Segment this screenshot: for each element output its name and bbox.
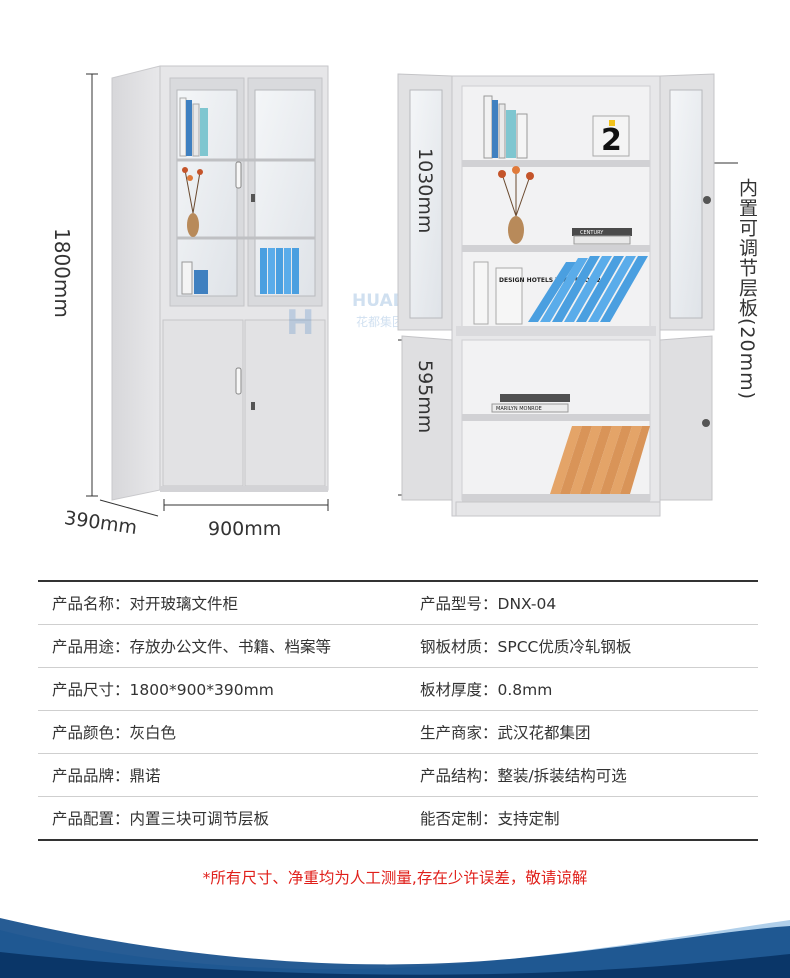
upper-height-dimension: 1030mm — [414, 148, 436, 234]
spec-label: 产品结构： — [420, 767, 498, 785]
spec-value: 武汉花都集团 — [497, 724, 591, 742]
vase-decoration — [182, 167, 203, 237]
number-book: 2 — [601, 123, 622, 158]
wave-footer — [0, 918, 790, 978]
spec-value: 1800*900*390mm — [129, 681, 274, 699]
spec-label: 产品尺寸： — [52, 681, 130, 699]
lower-height-dimension: 595mm — [414, 360, 436, 434]
spec-value: 0.8mm — [497, 681, 553, 699]
spec-value: 存放办公文件、书籍、档案等 — [129, 638, 332, 656]
spec-value: DNX-04 — [497, 595, 557, 613]
spec-value: 灰白色 — [129, 724, 177, 742]
spec-value: 内置三块可调节层板 — [129, 810, 270, 828]
open-cabinet: 2 CENTURY DESIGN HOTELS YEAR BOOK 20 — [397, 73, 715, 517]
spec-label: 产品名称： — [52, 595, 130, 613]
orange-books — [550, 426, 650, 494]
spec-value: 对开玻璃文件柜 — [129, 595, 239, 613]
table-row: 产品尺寸：1800*900*390mm 板材厚度：0.8mm — [38, 668, 758, 711]
svg-text:H: H — [286, 303, 314, 343]
measurement-disclaimer: *所有尺寸、净重均为人工测量,存在少许误差，敬请谅解 — [202, 869, 588, 887]
spec-value: SPCC优质冷轧钢板 — [497, 638, 632, 656]
spec-table: 产品名称：对开玻璃文件柜 产品型号：DNX-04 产品用途：存放办公文件、书籍、… — [38, 580, 758, 841]
spec-label: 产品配置： — [52, 810, 130, 828]
design-hotels-label: DESIGN HOTELS YEAR BOOK 20 — [499, 277, 605, 284]
table-top-rule — [38, 580, 758, 582]
table-row: 产品颜色：灰白色 生产商家：武汉花都集团 — [38, 711, 758, 754]
closed-cabinet — [111, 65, 329, 501]
spec-label: 钢板材质： — [420, 638, 498, 656]
marilyn-label: MARILYN MONROE — [496, 406, 542, 412]
spec-value: 整装/拆装结构可选 — [497, 767, 627, 785]
spec-value: 支持定制 — [497, 810, 560, 828]
height-dimension: 1800mm — [50, 228, 74, 318]
spec-label: 产品型号： — [420, 595, 498, 613]
table-row: 产品名称：对开玻璃文件柜 产品型号：DNX-04 — [38, 582, 758, 625]
table-row: 产品配置：内置三块可调节层板 能否定制：支持定制 — [38, 797, 758, 841]
watermark-cn: 花都集团 — [356, 314, 404, 329]
spec-label: 生产商家： — [420, 724, 498, 742]
shelf-note: 内置可调节层板(20mm) — [736, 178, 758, 401]
spec-label: 产品用途： — [52, 638, 130, 656]
width-dimension: 900mm — [208, 518, 282, 540]
spec-label: 板材厚度： — [420, 681, 498, 699]
table-row: 产品用途：存放办公文件、书籍、档案等 钢板材质：SPCC优质冷轧钢板 — [38, 625, 758, 668]
century-label: CENTURY — [580, 230, 604, 236]
product-illustration: H HUADU 花都集团 2 — [86, 65, 738, 517]
table-row: 产品品牌：鼎诺 产品结构：整装/拆装结构可选 — [38, 754, 758, 797]
spec-value: 鼎诺 — [129, 767, 161, 785]
vase-decoration-open — [498, 166, 534, 244]
spec-label: 产品品牌： — [52, 767, 130, 785]
binders — [528, 256, 648, 322]
spec-label: 产品颜色： — [52, 724, 130, 742]
spec-label: 能否定制： — [420, 810, 498, 828]
